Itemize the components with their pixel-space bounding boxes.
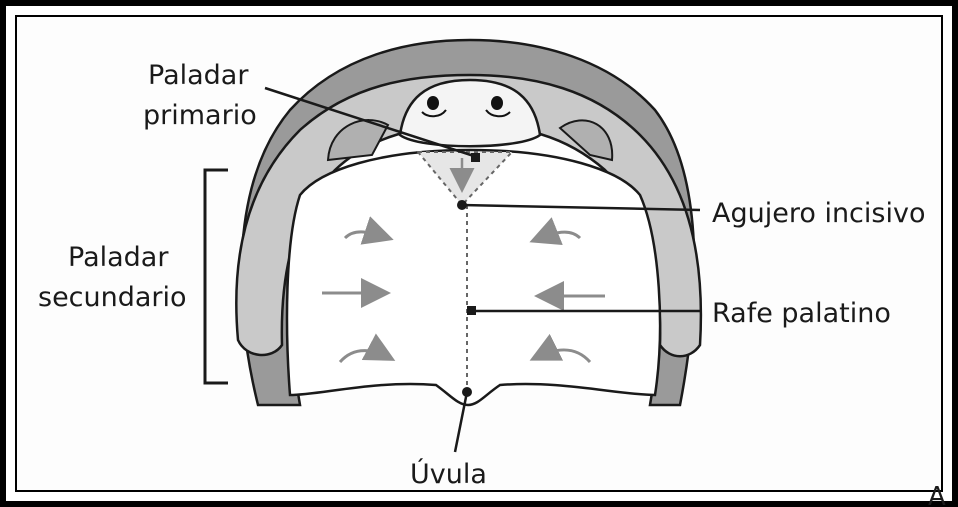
marker-uvula <box>462 387 472 397</box>
marker-primario <box>471 153 480 162</box>
label-agujero-incisivo: Agujero incisivo <box>712 198 925 229</box>
label-uvula: Úvula <box>410 458 487 490</box>
marker-rafe <box>467 306 476 315</box>
label-paladar-primario-1: Paladar <box>148 60 249 91</box>
label-paladar-primario-2: primario <box>143 100 257 131</box>
left-nostril <box>427 96 439 110</box>
label-rafe-palatino: Rafe palatino <box>712 298 891 329</box>
corner-mark: A <box>928 482 946 507</box>
right-nostril <box>491 96 503 110</box>
label-paladar-secundario-1: Paladar <box>68 242 169 273</box>
label-paladar-secundario-2: secundario <box>38 282 187 313</box>
secondary-bracket <box>205 170 228 383</box>
marker-incisivo <box>457 200 467 210</box>
